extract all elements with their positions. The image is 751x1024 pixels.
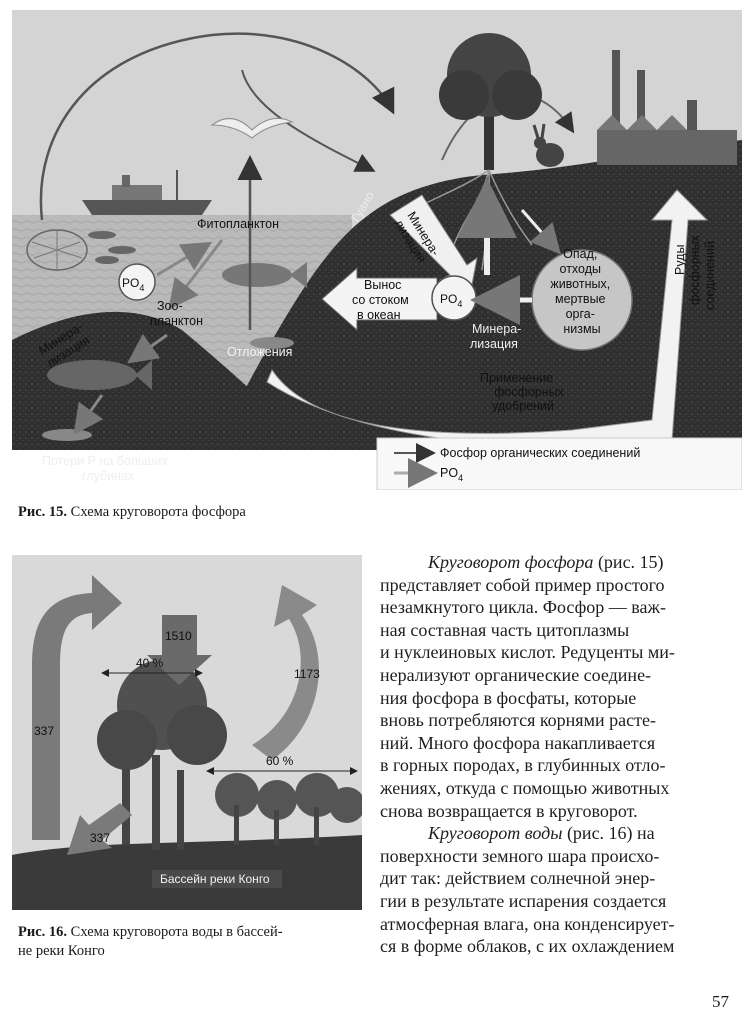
value-1173: 1173 xyxy=(294,667,320,681)
water-cycle-term: Круговорот воды xyxy=(428,823,562,843)
paragraph-line: ся в форме облаков, с их охлаждением xyxy=(380,935,738,958)
bottom-fish-icon xyxy=(42,429,92,441)
label-deposits: Отложения xyxy=(227,345,292,359)
label-phytoplankton: Фитопланктон xyxy=(197,217,279,231)
legend-organic-label: Фосфор органических соединений xyxy=(440,446,640,460)
figure-15-number: Рис. 15. xyxy=(18,504,67,520)
paragraph-line: вновь потребляются корнями расте- xyxy=(380,709,738,732)
po4-left-node: PO4 xyxy=(119,264,155,300)
value-337-bottom: 337 xyxy=(90,831,110,845)
paragraph-line: незамкнутого цикла. Фосфор — важ- xyxy=(380,596,738,619)
value-337-left: 337 xyxy=(34,724,54,738)
paragraph-line: ная составная часть цитоплазмы xyxy=(380,619,738,642)
value-1510: 1510 xyxy=(165,629,192,643)
paragraph-line: представляет собой пример простого xyxy=(380,574,738,597)
figure-15-caption: Рис. 15. Схема круговорота фосфора xyxy=(18,503,246,522)
body-text: Круговорот фосфора (рис. 15) представляе… xyxy=(380,551,738,958)
percent-60-label: 60 % xyxy=(266,754,294,768)
po4-center-node: PO4 xyxy=(432,276,476,320)
paragraph-line: ния фосфора в фосфаты, которые xyxy=(380,687,738,710)
label-losses: Потери Р на больших глубинах xyxy=(42,454,171,483)
figure-16-title-line-2: не реки Конго xyxy=(18,943,105,959)
paragraph-line: ний. Много фосфора накапливается xyxy=(380,732,738,755)
paragraph-line: атмосферная влага, она конденсирует- xyxy=(380,913,738,936)
paragraph-line: Круговорот воды (рис. 16) на xyxy=(380,822,738,845)
percent-40-label: 40 % xyxy=(136,656,164,670)
page-number: 57 xyxy=(712,992,729,1012)
basin-label: Бассейн реки Конго xyxy=(160,872,270,886)
paragraph-line: Круговорот фосфора (рис. 15) xyxy=(380,551,738,574)
paragraph-line: нерализуют органические соедине- xyxy=(380,664,738,687)
water-cycle-diagram: 1510 1173 337 337 40 % 60 % Бассейн реки… xyxy=(12,555,362,910)
paragraph-line: гии в результате испарения создается xyxy=(380,890,738,913)
figure-16-title-line-1: Схема круговорота воды в бассей- xyxy=(71,924,283,940)
label-mineralization-right: Минера- лизация xyxy=(470,322,525,351)
paragraph-line: поверхности земного шара происхо- xyxy=(380,845,738,868)
legend: Фосфор органических соединений PO4 xyxy=(377,438,742,490)
paragraph-line: дит так: действием солнечной энер- xyxy=(380,867,738,890)
figure-16-number: Рис. 16. xyxy=(18,924,67,940)
paragraph-line: снова возвращается в круговорот. xyxy=(380,800,738,823)
figure-15-title: Схема круговорота фосфора xyxy=(71,504,246,520)
paragraph-line: в горных породах, в глубинных отло- xyxy=(380,754,738,777)
figure-16-caption: Рис. 16. Схема круговорота воды в бассей… xyxy=(18,923,358,961)
paragraph-line: и нуклеиновых кислот. Редуценты ми- xyxy=(380,641,738,664)
phosphorus-cycle-term: Круговорот фосфора xyxy=(428,552,593,572)
paragraph-line: жениях, откуда с помощью животных xyxy=(380,777,738,800)
phosphorus-cycle-diagram: Фитопланктон PO4 Зоо- планктон Минера- л… xyxy=(12,10,742,490)
